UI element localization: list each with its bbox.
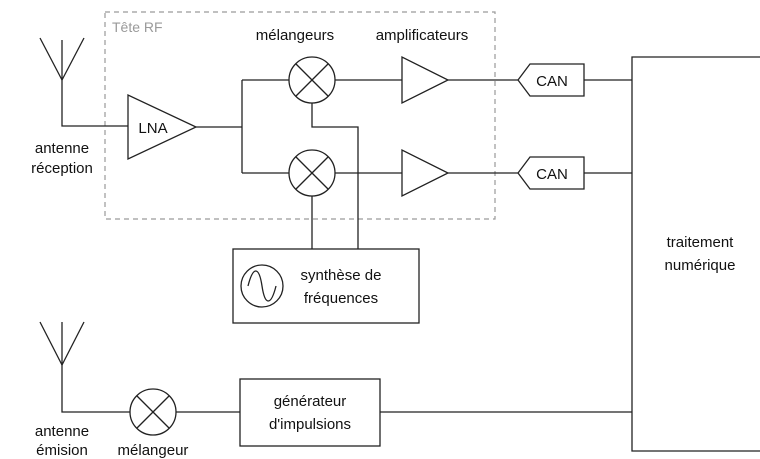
dsp-label-2: numérique [665, 257, 736, 274]
amplifier-top-icon [401, 55, 450, 105]
sine-wave-icon [240, 264, 284, 308]
rf-frontend-box [104, 11, 496, 220]
amplifier-bottom-icon [401, 148, 450, 198]
tx-antenna-icon [39, 321, 85, 366]
lna-label: LNA [138, 120, 167, 137]
wire-lo-mixer-top [311, 103, 359, 249]
synth-label-2: fréquences [304, 290, 378, 307]
wire-antenna-lna [61, 80, 128, 127]
tx-antenna-label-1: antenne [35, 423, 89, 440]
rx-antenna-icon [39, 37, 85, 81]
adc-top-label: CAN [536, 73, 568, 90]
dsp-label-1: traitement [667, 234, 735, 251]
mixers-label: mélangeurs [256, 27, 334, 44]
lna-amplifier-icon [127, 93, 198, 161]
pulse-gen-label-2: d'impulsions [269, 416, 351, 433]
mixer-top-icon [288, 56, 336, 104]
pulse-generator-block [239, 378, 381, 447]
mixer-bottom-icon [288, 149, 336, 197]
rf-frontend-label: Tête RF [112, 19, 163, 35]
synth-label-1: synthèse de [301, 267, 382, 284]
rx-antenna-label-2: réception [31, 160, 93, 177]
pulse-gen-label-1: générateur [274, 393, 347, 410]
rx-antenna-label-1: antenne [35, 140, 89, 157]
tx-mixer-icon [129, 388, 177, 436]
adc-bottom-label: CAN [536, 166, 568, 183]
amplifiers-label: amplificateurs [376, 27, 469, 44]
tx-antenna-label-2: émision [36, 442, 88, 459]
tx-mixer-label: mélangeur [118, 442, 189, 459]
dsp-block [631, 56, 760, 452]
wire-tx-antenna-mixer [61, 365, 130, 413]
